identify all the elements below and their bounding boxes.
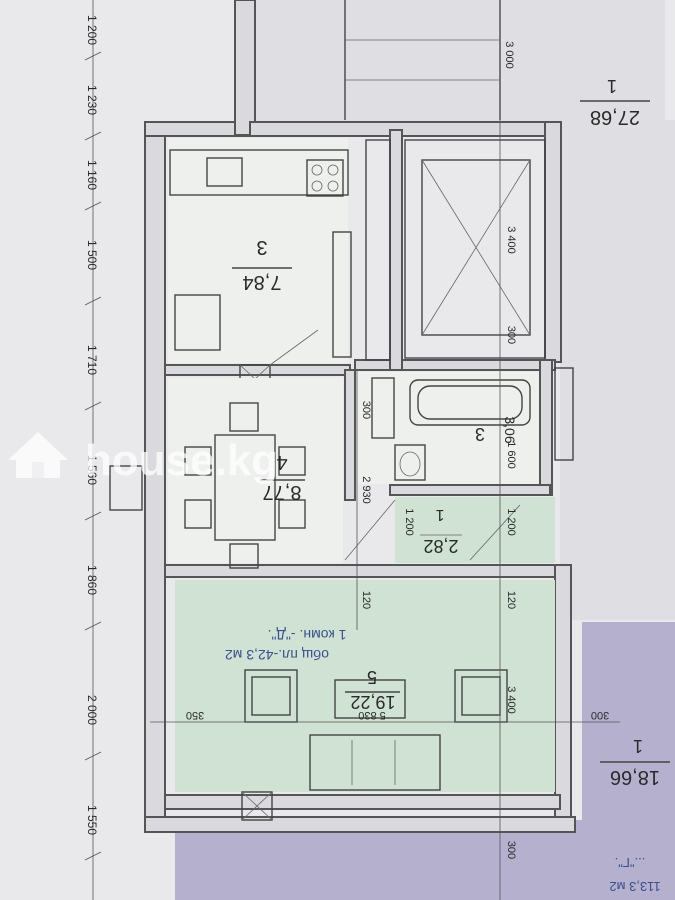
svg-text:19,22: 19,22 (350, 692, 395, 712)
hall-dimension: 1 200 (403, 508, 415, 536)
svg-text:300: 300 (505, 841, 517, 859)
svg-text:300: 300 (505, 326, 517, 344)
secondary-dimension-line: 300 2 930 120 1 600 (356, 370, 517, 630)
svg-text:1 230: 1 230 (85, 85, 99, 115)
svg-text:5: 5 (367, 667, 377, 687)
built-in-closets (332, 139, 391, 361)
kitchen-label: 3 7,84 (232, 236, 292, 293)
svg-text:1 560: 1 560 (85, 455, 99, 485)
room-1-right-label: 1 18,66 (600, 736, 670, 788)
svg-text:8,77: 8,77 (263, 481, 302, 503)
walls (144, 0, 576, 833)
left-dimension-labels: 1 200 1 230 1 160 1 500 1 710 1 560 1 86… (85, 15, 99, 835)
svg-text:1 комн. -"Д".: 1 комн. -"Д". (268, 627, 347, 643)
svg-text:3 400: 3 400 (505, 686, 517, 714)
horizontal-dimension-line: 350 5 830 300 (150, 709, 620, 723)
svg-text:3: 3 (256, 236, 267, 258)
svg-text:2 930: 2 930 (360, 476, 372, 504)
left-dimension-chain (84, 0, 102, 900)
svg-text:27,68: 27,68 (590, 106, 640, 128)
svg-text:7,84: 7,84 (243, 271, 282, 293)
svg-text:120: 120 (505, 591, 517, 609)
svg-text:350: 350 (186, 709, 204, 721)
hall-label: 1 2,82 (420, 506, 462, 556)
svg-text:300: 300 (591, 709, 609, 721)
window-radiator (109, 465, 143, 511)
svg-text:3: 3 (475, 424, 485, 444)
living-label: 1 комн. -"Д". общ пл.-42,3 м2 5 19,22 (225, 627, 400, 712)
svg-text:2,82: 2,82 (423, 536, 458, 556)
door-swings (344, 499, 521, 561)
svg-text:1 160: 1 160 (85, 160, 99, 190)
svg-text:1: 1 (435, 506, 444, 523)
svg-text:4: 4 (276, 451, 287, 473)
kitchen-counter (169, 149, 349, 351)
svg-text:1 600: 1 600 (505, 441, 517, 469)
hall-floor (395, 497, 555, 563)
dining-table (184, 402, 306, 569)
watermark: house.kg (8, 432, 278, 485)
bathroom-fixtures (371, 377, 531, 481)
svg-text:5 830: 5 830 (358, 709, 386, 721)
room-1-top-label: 1 27,68 (580, 76, 650, 128)
dining-label: 4 8,77 (260, 451, 305, 503)
svg-text:3 400: 3 400 (505, 226, 517, 254)
svg-text:1: 1 (633, 736, 643, 756)
svg-text:1: 1 (607, 76, 617, 96)
neighbor-purple-right (582, 622, 675, 900)
svg-text:300: 300 (360, 401, 372, 419)
house-icon (8, 432, 68, 478)
svg-text:18,66: 18,66 (610, 766, 660, 788)
neighbor-right-area (560, 120, 675, 620)
bath-label: 3 3,06 (475, 416, 518, 444)
svg-text:1 200: 1 200 (85, 15, 99, 45)
svg-text:3,06: 3,06 (502, 416, 518, 443)
svg-text:house.kg: house.kg (85, 436, 278, 485)
svg-text:1 200: 1 200 (403, 508, 415, 536)
svg-text:1 550: 1 550 (85, 805, 99, 835)
svg-text:2 000: 2 000 (85, 695, 99, 725)
kitchen-floor (168, 138, 348, 363)
dining-floor (168, 378, 343, 563)
neighbor-top-area (255, 0, 665, 125)
elevator (404, 139, 546, 359)
svg-text:113,3 м2: 113,3 м2 (609, 879, 660, 894)
bath-floor (357, 372, 539, 484)
center-dimension-line: 3 000 3 400 300 3 400 300 1 200 120 (499, 0, 517, 900)
svg-text:..."Г".: ..."Г". (615, 855, 646, 870)
svg-text:1 200: 1 200 (505, 508, 517, 536)
svg-text:1 860: 1 860 (85, 565, 99, 595)
door-right-niche (554, 367, 574, 461)
svg-text:1 710: 1 710 (85, 345, 99, 375)
svg-text:3 000: 3 000 (503, 41, 515, 69)
svg-text:общ пл.-42,3 м2: общ пл.-42,3 м2 (225, 647, 329, 663)
living-floor (175, 580, 555, 792)
svg-text:120: 120 (360, 591, 372, 609)
svg-text:1 500: 1 500 (85, 240, 99, 270)
neighbor-purple-bottom (175, 820, 585, 900)
room-g-label: ..."Г". 113,3 м2 (609, 855, 660, 894)
vent-shaft-bottom (241, 791, 273, 821)
